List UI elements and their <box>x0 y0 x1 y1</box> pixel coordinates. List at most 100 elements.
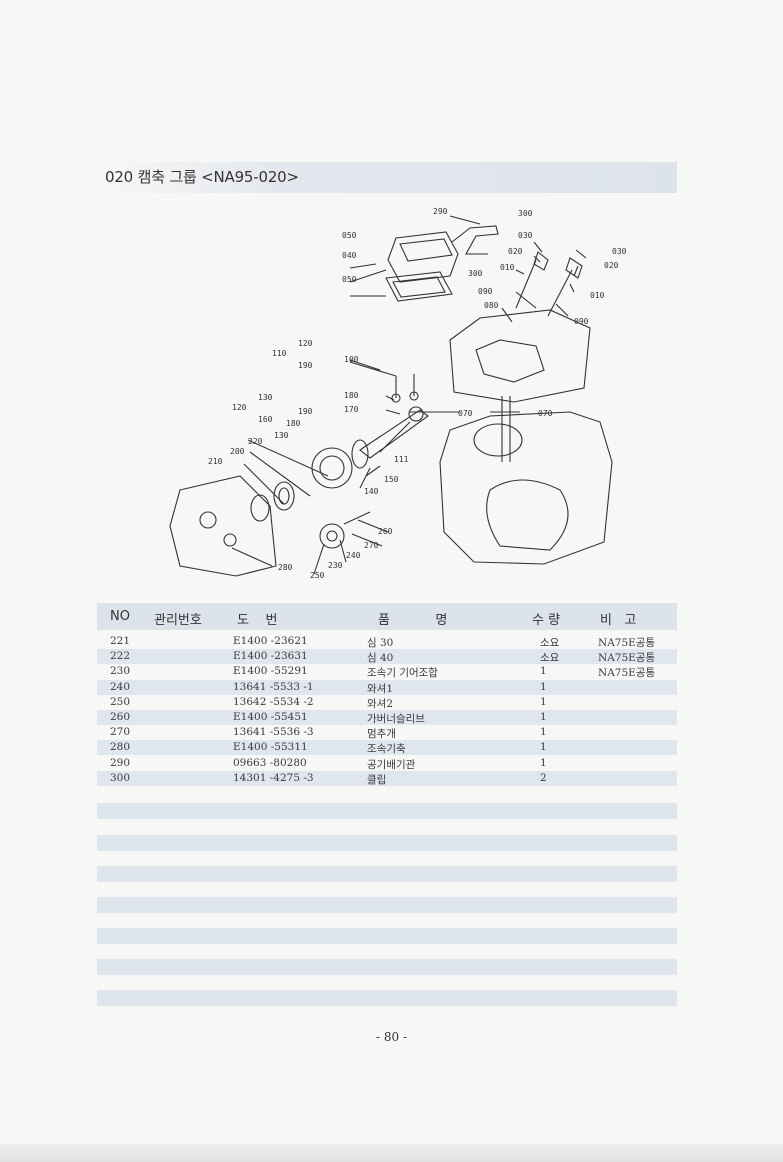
svg-text:030: 030 <box>518 231 533 240</box>
cell-note: NA75E공통 <box>598 637 656 649</box>
cover-gasket <box>385 271 453 302</box>
cell-part-name: 조속기 기어조합 <box>367 667 438 680</box>
page-number: - 80 - <box>375 1030 407 1044</box>
empty-row-stripe <box>97 990 677 1006</box>
svg-text:090: 090 <box>574 317 589 326</box>
svg-text:020: 020 <box>508 247 523 256</box>
svg-text:020: 020 <box>604 261 619 270</box>
cell-part-no: E1400 -55451 <box>233 711 308 723</box>
camshaft <box>359 409 429 459</box>
cell-no: 221 <box>110 635 131 647</box>
svg-text:150: 150 <box>384 475 399 484</box>
cell-note: NA75E공통 <box>598 652 656 665</box>
svg-text:200: 200 <box>230 447 245 456</box>
svg-text:190: 190 <box>298 407 313 416</box>
page-bottom-edge <box>0 1144 783 1162</box>
cell-part-no: E1400 -23621 <box>233 635 308 647</box>
svg-text:050: 050 <box>342 275 357 284</box>
cam-gear <box>311 447 353 489</box>
cell-qty: 1 <box>540 741 547 754</box>
svg-text:220: 220 <box>248 437 263 446</box>
svg-text:180: 180 <box>344 391 359 400</box>
cell-note: NA75E공통 <box>598 667 656 680</box>
svg-text:130: 130 <box>258 393 273 402</box>
cell-qty: 1 <box>540 680 547 693</box>
cell-no: 300 <box>110 771 131 784</box>
cell-no: 240 <box>110 680 131 693</box>
cell-part-name: 가버너슬리브 <box>367 713 425 725</box>
empty-row-stripe <box>97 866 677 882</box>
header-part-name: 품 명 <box>378 613 448 628</box>
cell-qty: 1 <box>540 756 547 769</box>
svg-text:210: 210 <box>208 457 223 466</box>
cylinder-head <box>449 309 591 403</box>
empty-row-stripe <box>97 835 677 851</box>
svg-text:111: 111 <box>394 455 409 464</box>
svg-text:240: 240 <box>346 551 361 560</box>
svg-text:100: 100 <box>344 355 359 364</box>
header-note: 비 고 <box>600 613 637 628</box>
svg-text:040: 040 <box>342 251 357 260</box>
cell-qty: 소요 <box>540 652 560 665</box>
svg-text:300: 300 <box>468 269 483 278</box>
svg-text:270: 270 <box>364 541 379 550</box>
cell-part-no: E1400 -23631 <box>233 650 308 663</box>
header-qty: 수 량 <box>532 613 561 628</box>
crankcase <box>439 411 613 565</box>
cell-qty: 2 <box>540 771 547 784</box>
cell-part-name: 조속기축 <box>367 743 406 756</box>
header-mgmt-no: 관리번호 <box>154 613 202 628</box>
svg-text:300: 300 <box>518 209 533 218</box>
svg-text:190: 190 <box>298 361 313 370</box>
svg-text:140: 140 <box>364 487 379 496</box>
svg-text:110: 110 <box>272 349 287 358</box>
svg-text:090: 090 <box>478 287 493 296</box>
cell-no: 222 <box>110 650 131 663</box>
svg-text:070: 070 <box>538 409 553 418</box>
cell-part-no: 13641 -5536 -3 <box>233 726 314 739</box>
gear-case-cover <box>169 475 277 577</box>
cell-no: 260 <box>110 711 131 723</box>
svg-text:160: 160 <box>258 415 273 424</box>
cell-no: 280 <box>110 741 131 754</box>
header-part-no: 도 번 <box>237 613 278 628</box>
cell-qty: 1 <box>540 695 547 708</box>
svg-text:290: 290 <box>433 207 448 216</box>
cell-part-no: E1400 -55311 <box>233 741 308 754</box>
governor-gear <box>319 523 345 549</box>
cell-part-name: 공기배기관 <box>367 758 416 771</box>
rocker-arm-right <box>547 257 583 317</box>
title-bar <box>103 162 677 193</box>
svg-text:280: 280 <box>278 563 293 572</box>
svg-text:010: 010 <box>500 263 515 272</box>
empty-row-stripe <box>97 897 677 913</box>
cell-qty: 1 <box>540 665 547 678</box>
svg-text:170: 170 <box>344 405 359 414</box>
cell-part-name: 심 40 <box>367 652 394 665</box>
empty-row-stripe <box>97 803 677 819</box>
svg-text:050: 050 <box>342 231 357 240</box>
svg-text:120: 120 <box>298 339 313 348</box>
cell-part-no: 09663 -80280 <box>233 756 307 769</box>
svg-text:130: 130 <box>274 431 289 440</box>
cell-part-no: 13642 -5534 -2 <box>233 695 314 708</box>
table-row: 222 E1400 -23631 심 40 소요 NA75E공통 <box>97 649 677 665</box>
cell-qty: 소요 <box>540 637 560 649</box>
header-no: NO <box>110 609 130 624</box>
cell-part-name: 클립 <box>367 773 387 786</box>
svg-text:030: 030 <box>612 247 627 256</box>
cylinder-cover <box>387 231 459 283</box>
svg-text:260: 260 <box>378 527 393 536</box>
breather-pipe <box>451 225 499 255</box>
cell-no: 250 <box>110 695 131 708</box>
svg-text:120: 120 <box>232 403 247 412</box>
section-title: 020 캠축 그룹 <NA95-020> <box>105 168 299 186</box>
